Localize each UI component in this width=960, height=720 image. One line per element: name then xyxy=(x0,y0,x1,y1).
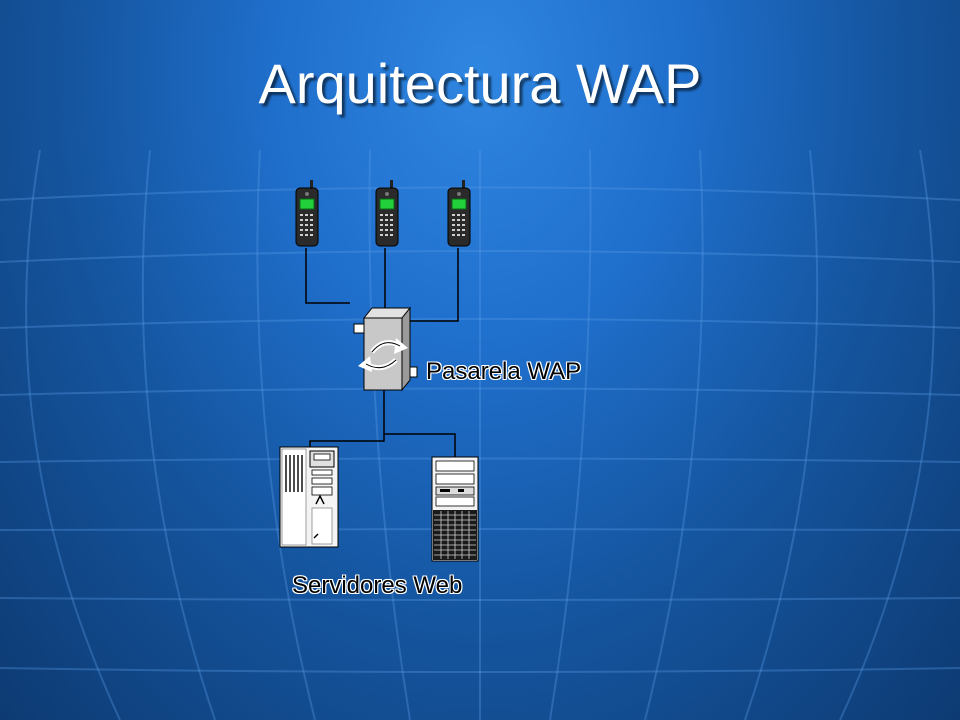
tower-server-icon xyxy=(279,446,339,548)
connector-gateway-server-2 xyxy=(384,433,456,457)
mobile-phone-icon xyxy=(375,180,399,247)
mobile-phone-icon xyxy=(295,180,319,247)
tower-server-icon xyxy=(431,456,479,562)
gateway-switch-icon xyxy=(353,306,418,392)
slide-title: Arquitectura WAP xyxy=(258,52,702,115)
gateway-label: Pasarela WAP xyxy=(426,358,582,385)
servers-label: Servidores Web xyxy=(292,572,463,599)
connector-lines xyxy=(305,248,459,457)
connector-phone-1-gateway xyxy=(305,248,350,304)
connector-phone-3-gateway xyxy=(405,248,459,322)
connector-gateway-servers xyxy=(309,390,385,447)
mobile-phone-icon xyxy=(447,180,471,247)
